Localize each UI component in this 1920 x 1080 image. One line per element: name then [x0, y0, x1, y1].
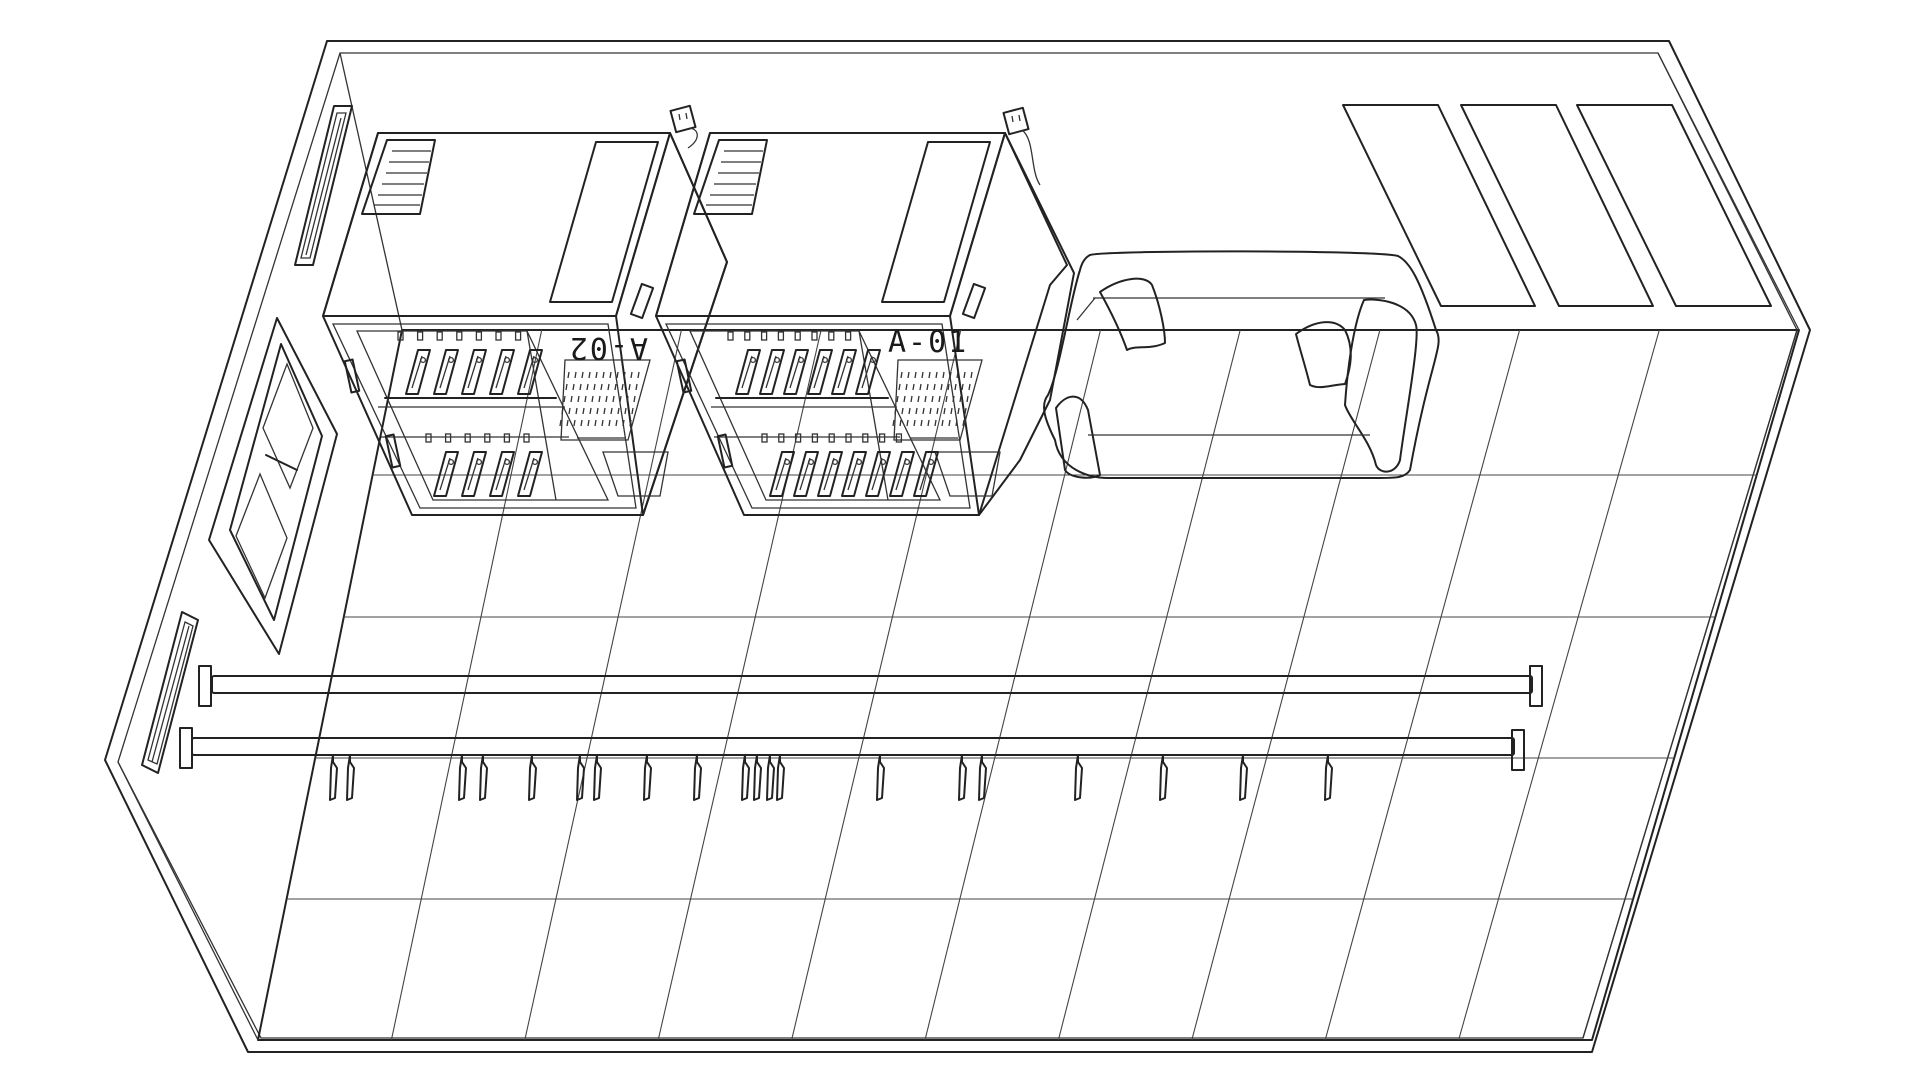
- drive-slot: [517, 451, 543, 497]
- floor-grid-column: [1057, 329, 1241, 1041]
- wall-corner-line: [1657, 52, 1800, 331]
- hook-icon: [876, 754, 885, 801]
- vent-icon: [374, 150, 431, 206]
- sofa[interactable]: [1043, 250, 1440, 479]
- drive-slot: [855, 349, 881, 395]
- floor-grid-column: [1458, 329, 1660, 1041]
- floor-grid-column: [524, 329, 682, 1041]
- drive-bay-bottom: [425, 433, 543, 497]
- wall-corner-line: [339, 52, 403, 331]
- drive-slot: [865, 451, 891, 497]
- drive-slot: [489, 451, 515, 497]
- drive-slot: [489, 349, 515, 395]
- rack-label: A-01: [888, 325, 968, 360]
- drive-slot: [433, 349, 459, 395]
- room-outer-wall: [104, 40, 1811, 1053]
- floor-grid-column: [924, 329, 1102, 1041]
- hook-icon: [346, 754, 355, 801]
- drive-slot: [889, 451, 915, 497]
- cable-rail-upper: [198, 665, 1543, 707]
- floor-grid-column: [657, 329, 822, 1041]
- floor-grid-column: [1324, 329, 1521, 1041]
- floor-grid-column: [1191, 329, 1381, 1041]
- window-pane: [1576, 104, 1772, 307]
- vent-icon: [706, 150, 763, 206]
- hook-icon: [329, 754, 338, 801]
- drive-slot: [405, 349, 431, 395]
- hook-icon: [978, 754, 987, 801]
- window-pane: [1460, 104, 1654, 307]
- floor-grid-column: [791, 329, 962, 1041]
- drive-bay-top: [397, 331, 543, 395]
- hook-icon: [528, 754, 537, 801]
- server-rack-a01[interactable]: A-01: [655, 132, 1075, 516]
- hook-icon: [1324, 754, 1333, 801]
- hook-icon: [693, 754, 702, 801]
- hook-icon: [958, 754, 967, 801]
- room-floor-edge: [117, 52, 1798, 1039]
- floor-area: [257, 329, 1800, 1041]
- window-pane: [1342, 104, 1536, 307]
- hook-icon: [593, 754, 602, 801]
- drive-slot: [461, 451, 487, 497]
- hook-icon: [479, 754, 488, 801]
- server-rack-a02[interactable]: A-02: [322, 132, 728, 516]
- power-outlet-icon: [1002, 106, 1041, 186]
- wall-corner-line: [117, 761, 259, 1041]
- drive-slot: [783, 349, 809, 395]
- hook-icon: [776, 754, 785, 801]
- cable-rail-lower: [179, 727, 1525, 771]
- wall-corner-line: [1582, 329, 1798, 1039]
- rack-label: A-02: [568, 330, 648, 365]
- drive-slot: [807, 349, 833, 395]
- vent-icon: [892, 371, 973, 439]
- hook-icon: [1239, 754, 1248, 801]
- drive-slot: [793, 451, 819, 497]
- floor-grid-column: [390, 329, 543, 1041]
- hook-icon: [643, 754, 652, 801]
- drive-slot: [759, 349, 785, 395]
- drive-slot: [433, 451, 459, 497]
- hook-icon: [741, 754, 750, 801]
- wall-vent-upper: [294, 105, 353, 266]
- hook-icon: [1159, 754, 1168, 801]
- drive-bay-bottom: [761, 433, 939, 497]
- hook-icon: [1074, 754, 1083, 801]
- drive-slot: [769, 451, 795, 497]
- drive-slot: [817, 451, 843, 497]
- floor-grid: [286, 329, 1757, 1041]
- drive-slot: [913, 451, 939, 497]
- drive-slot: [735, 349, 761, 395]
- hook-icon: [458, 754, 467, 801]
- windows: [1342, 104, 1772, 307]
- pillow-icon: [1295, 321, 1352, 389]
- pillow-icon: [1099, 277, 1166, 351]
- hook-icon: [766, 754, 775, 801]
- hook-icon: [576, 754, 585, 801]
- drive-slot: [461, 349, 487, 395]
- hook-icon: [753, 754, 762, 801]
- wall-window: [208, 317, 338, 655]
- vent-icon: [559, 371, 640, 439]
- drive-slot: [517, 349, 543, 395]
- drive-bay-top: [727, 331, 881, 395]
- drive-slot: [831, 349, 857, 395]
- room-shell: [104, 40, 1811, 1053]
- wall-vent-lower: [141, 611, 199, 774]
- rail-hooks: [329, 754, 1333, 801]
- drive-slot: [841, 451, 867, 497]
- power-outlet-icon: [669, 104, 698, 149]
